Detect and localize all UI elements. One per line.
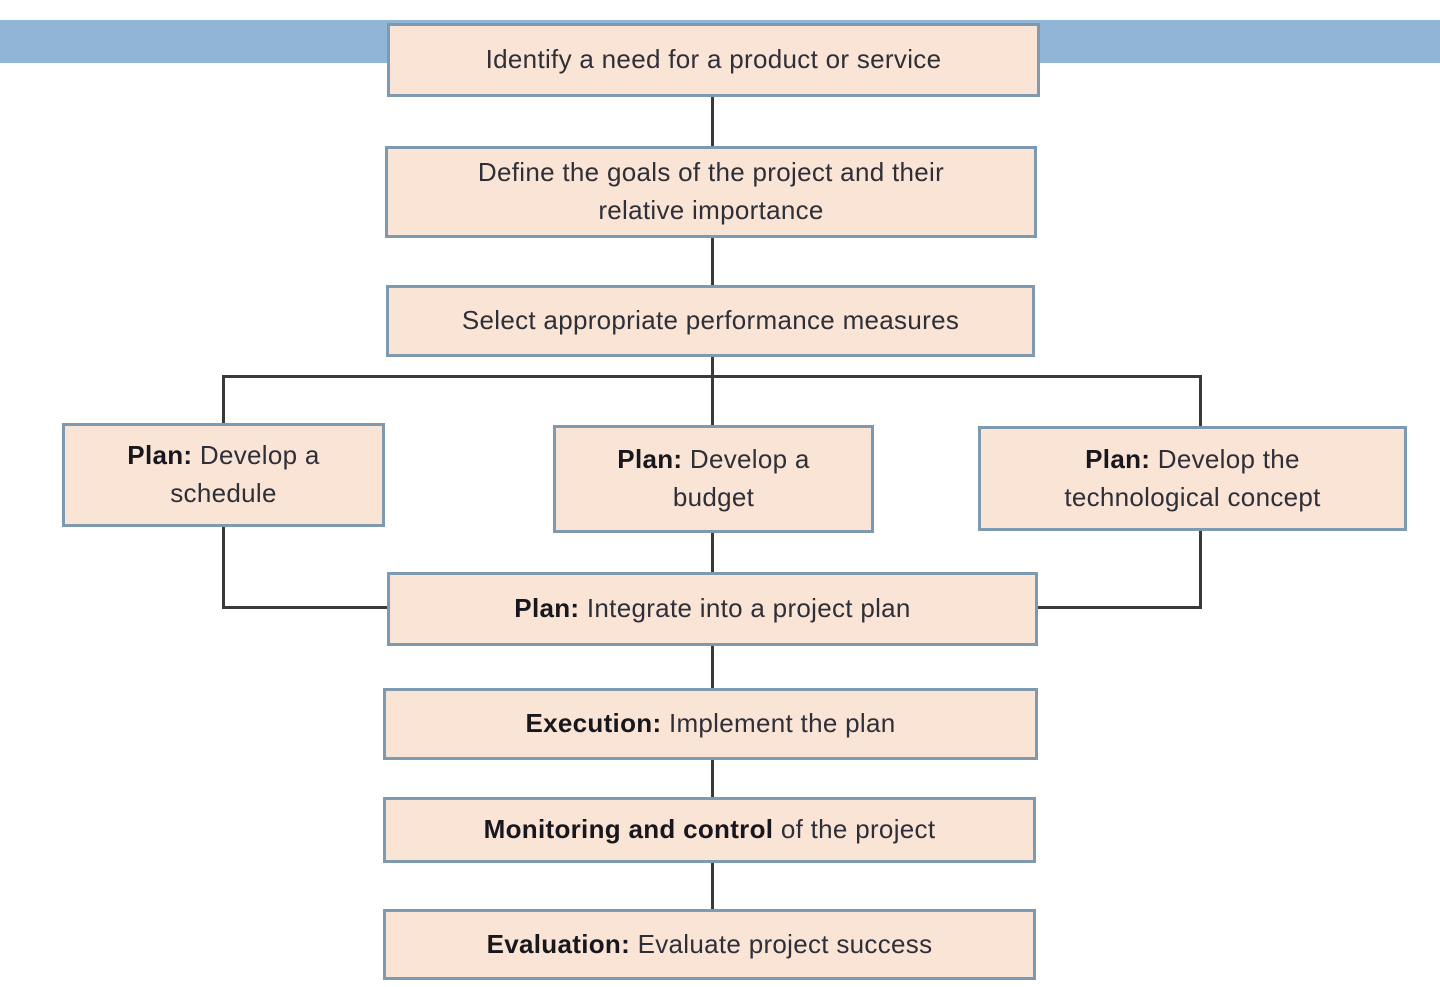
connector-schedule-elbow-h: [222, 606, 392, 609]
connector-tech-elbow-h: [1033, 606, 1202, 609]
connector-monitoring-evaluation: [711, 861, 714, 912]
connector-budget-integrate: [711, 531, 714, 575]
connector-schedule-elbow-v: [222, 525, 225, 609]
node-label: Evaluation: Evaluate project success: [486, 928, 933, 959]
node-label: Plan: Develop a: [127, 440, 320, 471]
connector-define-select: [711, 236, 714, 288]
connector-branch-tech: [1199, 375, 1202, 429]
node-identify-need: Identify a need for a product or service: [387, 23, 1040, 97]
node-plan-integrate: Plan: Integrate into a project plan: [387, 572, 1038, 646]
node-label: Define the goals of the project and thei…: [477, 157, 945, 188]
connector-branch-budget: [711, 375, 714, 428]
connector-execution-monitoring: [711, 758, 714, 800]
connector-select-branch: [711, 355, 714, 378]
node-evaluation: Evaluation: Evaluate project success: [383, 909, 1036, 980]
node-label-bold: Monitoring and control: [483, 814, 774, 845]
node-label: budget: [672, 482, 755, 512]
connector-integrate-execution: [711, 644, 714, 691]
connector-identify-define: [711, 95, 714, 150]
node-label-bold: Execution:: [525, 708, 662, 739]
node-label: relative importance: [598, 195, 824, 225]
node-label-bold: Plan:: [127, 440, 193, 471]
connector-tech-elbow-v: [1199, 529, 1202, 609]
node-label: Monitoring and control of the project: [483, 814, 936, 845]
node-label: Identify a need for a product or service: [485, 44, 942, 75]
node-label: technological concept: [1064, 481, 1321, 512]
node-plan-budget: Plan: Develop a budget: [553, 425, 874, 533]
node-execution: Execution: Implement the plan: [383, 688, 1038, 760]
node-select-measures: Select appropriate performance measures: [386, 285, 1035, 357]
connector-branch-schedule: [222, 375, 225, 426]
node-label-bold: Plan:: [617, 444, 683, 475]
node-define-goals: Define the goals of the project and thei…: [385, 146, 1037, 238]
node-label: schedule: [170, 478, 277, 508]
node-plan-schedule: Plan: Develop a schedule: [62, 423, 385, 527]
node-plan-tech-concept: Plan: Develop the technological concept: [978, 426, 1407, 531]
node-label-bold: Plan:: [514, 593, 580, 624]
node-label: Execution: Implement the plan: [525, 708, 896, 739]
node-label: Plan: Develop the: [1085, 443, 1300, 474]
node-label: Plan: Develop a: [617, 444, 810, 475]
node-label: Select appropriate performance measures: [461, 305, 960, 336]
node-label-bold: Evaluation:: [486, 928, 631, 959]
node-monitoring-control: Monitoring and control of the project: [383, 797, 1036, 863]
node-label-bold: Plan:: [1085, 443, 1151, 474]
node-label: Plan: Integrate into a project plan: [514, 593, 911, 624]
